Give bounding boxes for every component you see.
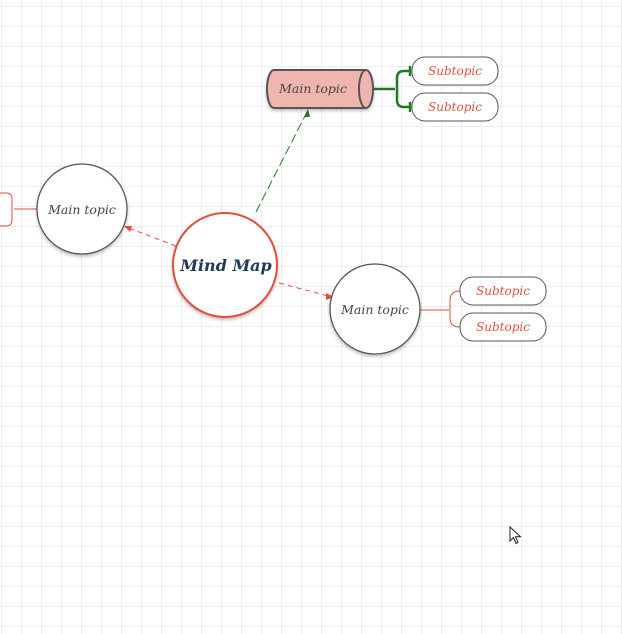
arrowhead-top	[304, 109, 310, 117]
bracket-right	[420, 290, 461, 328]
central-topic-label: Mind Map	[179, 256, 271, 275]
subtopic-right-2[interactable]: Subtopic	[459, 312, 547, 342]
arrowhead-right	[326, 293, 334, 300]
subtopic-top-2-label: Subtopic	[428, 100, 482, 114]
main-topic-right-label: Main topic	[340, 302, 409, 317]
subtopic-top-1-label: Subtopic	[428, 64, 482, 78]
connector-right	[278, 282, 333, 298]
bracket-top	[373, 69, 410, 109]
connector-left	[125, 226, 177, 247]
main-topic-top[interactable]: Main topic	[266, 69, 374, 109]
connector-top	[255, 111, 308, 213]
main-topic-left-label: Main topic	[47, 202, 116, 217]
subtopic-top-2[interactable]: Subtopic	[411, 92, 499, 122]
subtopic-top-1[interactable]: Subtopic	[411, 56, 499, 86]
subtopic-right-1-label: Subtopic	[476, 284, 530, 298]
arrowhead-left	[124, 226, 132, 232]
main-topic-top-label: Main topic	[278, 81, 347, 96]
subtopic-right-1[interactable]: Subtopic	[459, 276, 547, 306]
connectors	[0, 66, 461, 328]
partial-subtopic-left[interactable]	[0, 192, 13, 227]
subtopic-right-2-label: Subtopic	[476, 320, 530, 334]
main-topic-right[interactable]: Main topic	[329, 263, 421, 355]
mouse-cursor-icon	[509, 526, 522, 545]
main-topic-left[interactable]: Main topic	[36, 163, 128, 255]
central-topic[interactable]: Mind Map	[172, 212, 278, 318]
